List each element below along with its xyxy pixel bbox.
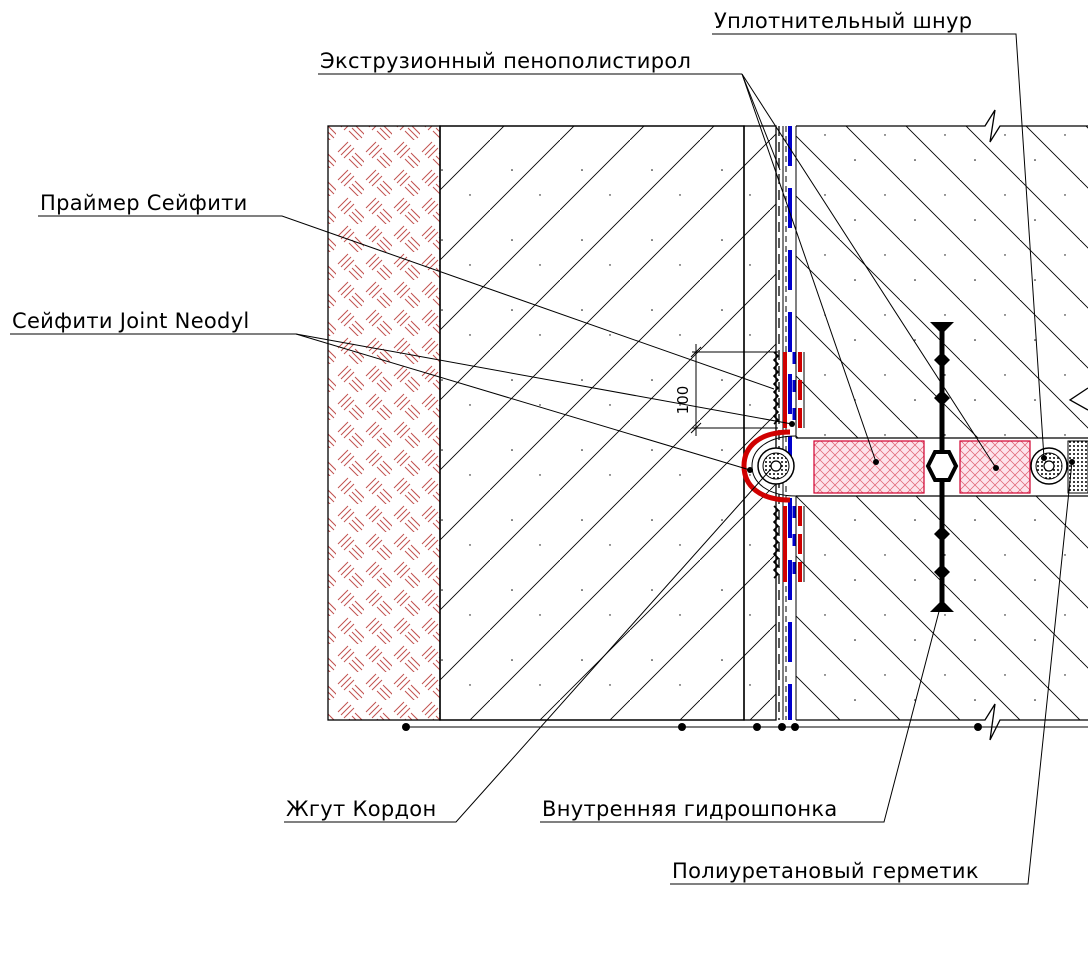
cordon-cord: [757, 447, 795, 485]
internal-waterstop: [925, 322, 959, 612]
label-xps: Экструзионный пенополистирол: [320, 49, 691, 73]
label-primer: Праймер Сейфити: [40, 191, 248, 215]
xps-block-left: [813, 440, 925, 494]
label-joint-neodyl: Сейфити Joint Neodyl: [12, 309, 250, 333]
concrete-strip-left: [743, 125, 777, 721]
label-sealing-cord: Уплотнительный шнур: [714, 9, 972, 33]
joint-neodyl-tape-lower: [772, 505, 805, 582]
dimension-100: 100: [674, 344, 778, 436]
sealing-cord: [1030, 447, 1068, 485]
joint-neodyl-tape-upper: [772, 351, 805, 428]
pu-sealant: [1067, 440, 1088, 494]
dimension-value: 100: [674, 386, 692, 415]
label-cordon: Жгут Кордон: [286, 797, 436, 821]
soil-layer: [327, 125, 441, 721]
membrane-loop: [741, 429, 791, 503]
label-pu-sealant: Полиуретановый герметик: [672, 859, 979, 883]
label-waterstop: Внутренняя гидрошпонка: [542, 797, 838, 821]
